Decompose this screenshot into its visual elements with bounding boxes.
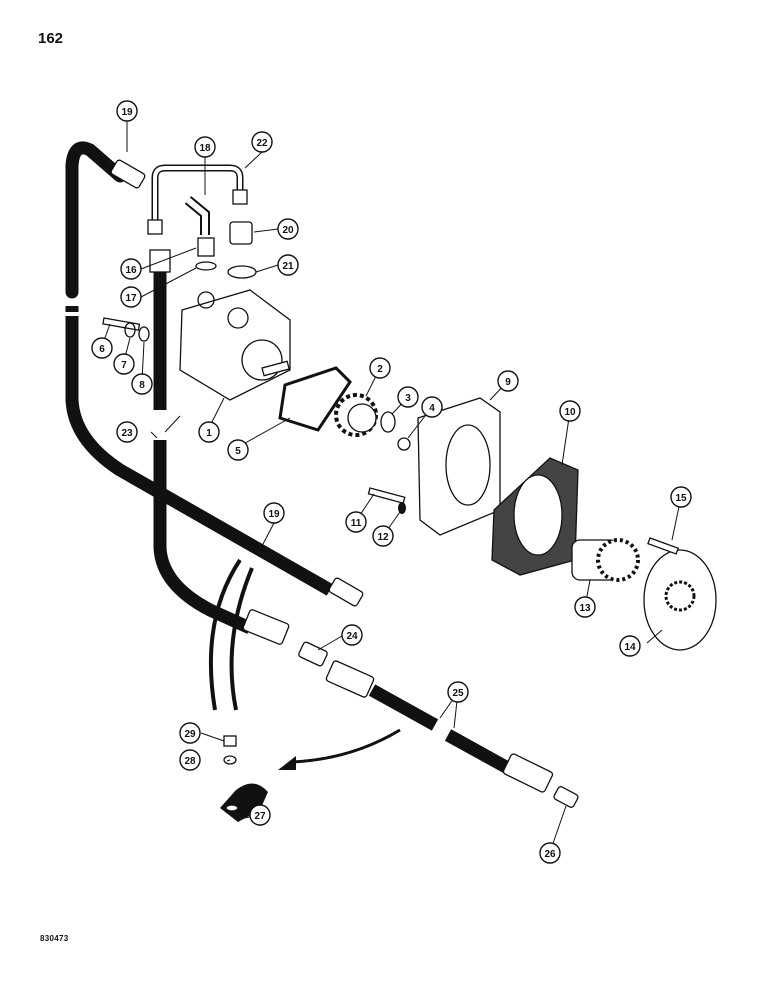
callout-5: 5	[227, 439, 249, 461]
bolt-15	[647, 537, 680, 555]
callout-10: 10	[559, 400, 581, 422]
callout-27: 27	[249, 804, 271, 826]
callout-20: 20	[277, 218, 299, 240]
svg-text:11: 11	[351, 518, 362, 529]
tube-22	[147, 164, 248, 235]
callout-11: 11	[345, 511, 367, 533]
callout-9: 9	[497, 370, 519, 392]
svg-text:4: 4	[429, 403, 435, 414]
svg-text:28: 28	[184, 756, 196, 767]
callout-29: 29	[179, 722, 201, 744]
callout-8: 8	[131, 373, 153, 395]
callout-23: 23	[116, 421, 138, 443]
drawing-number: 830473	[40, 934, 69, 943]
gasket-10	[491, 457, 579, 576]
o-ring-17	[195, 261, 217, 271]
callout-16: 16	[120, 258, 142, 280]
o-ring-21	[227, 265, 257, 279]
callout-24: 24	[341, 624, 363, 646]
svg-text:20: 20	[282, 225, 294, 236]
callout-13: 13	[574, 596, 596, 618]
callout-25: 25	[447, 681, 469, 703]
hose-23-inner	[149, 249, 290, 645]
callout-19-lower: 19	[263, 502, 285, 524]
callout-17: 17	[120, 286, 142, 308]
hose-25	[325, 660, 554, 793]
adapter-plate-9	[417, 397, 501, 536]
connector-20	[229, 221, 253, 245]
callout-19-top: 19	[116, 100, 138, 122]
washer-8	[138, 326, 150, 342]
svg-text:19: 19	[268, 509, 280, 520]
callout-22: 22	[251, 131, 273, 153]
coupling-13	[571, 538, 640, 582]
svg-text:29: 29	[184, 729, 196, 740]
callout-18: 18	[194, 136, 216, 158]
gear-2	[334, 393, 378, 437]
svg-text:19: 19	[121, 107, 133, 118]
svg-text:18: 18	[199, 143, 211, 154]
svg-text:5: 5	[235, 446, 241, 457]
callout-7: 7	[113, 353, 135, 375]
callout-14: 14	[619, 635, 641, 657]
hose-19-upper	[65, 141, 364, 607]
svg-text:3: 3	[405, 393, 411, 404]
callout-6: 6	[91, 337, 113, 359]
svg-text:22: 22	[256, 138, 268, 149]
washer-7	[124, 322, 136, 338]
svg-text:25: 25	[452, 688, 464, 699]
flange-14	[643, 549, 717, 651]
svg-text:16: 16	[125, 265, 137, 276]
svg-text:2: 2	[377, 364, 383, 375]
callout-4: 4	[421, 396, 443, 418]
callout-26: 26	[539, 842, 561, 864]
nut-4	[397, 437, 411, 451]
connector-24	[298, 641, 328, 667]
connector-16	[197, 237, 215, 257]
svg-text:21: 21	[282, 261, 294, 272]
svg-text:24: 24	[346, 631, 358, 642]
callout-28: 28	[179, 749, 201, 771]
svg-text:27: 27	[254, 811, 266, 822]
svg-text:17: 17	[125, 293, 137, 304]
callout-3: 3	[397, 386, 419, 408]
callout-2: 2	[369, 357, 391, 379]
callout-15: 15	[670, 486, 692, 508]
svg-text:8: 8	[139, 380, 145, 391]
svg-text:12: 12	[377, 532, 389, 543]
svg-text:10: 10	[564, 407, 576, 418]
svg-text:7: 7	[121, 360, 127, 371]
callout-12: 12	[372, 525, 394, 547]
nut-29	[223, 735, 237, 747]
svg-text:14: 14	[624, 642, 636, 653]
svg-text:6: 6	[99, 344, 105, 355]
washer-12	[398, 502, 406, 514]
callout-21: 21	[277, 254, 299, 276]
svg-text:1: 1	[206, 428, 212, 439]
bolt-6	[102, 317, 141, 331]
svg-text:13: 13	[579, 603, 591, 614]
connector-26	[553, 786, 579, 808]
gasket-5	[278, 366, 352, 432]
bolt-11	[367, 487, 406, 504]
page-number: 162	[38, 30, 64, 47]
svg-text:23: 23	[121, 428, 133, 439]
callout-1: 1	[198, 421, 220, 443]
svg-text:9: 9	[505, 377, 511, 388]
washer-3	[380, 411, 396, 433]
clamp-27	[220, 783, 268, 822]
pump-1	[179, 289, 291, 401]
svg-text:15: 15	[675, 493, 687, 504]
svg-text:26: 26	[544, 849, 556, 860]
